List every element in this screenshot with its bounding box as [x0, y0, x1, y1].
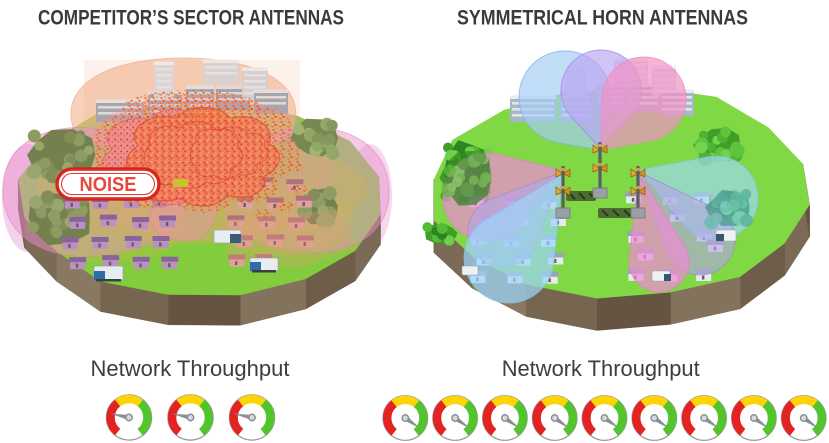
svg-text:Network Throughput: Network Throughput — [91, 356, 291, 381]
svg-text:SYMMETRICAL HORN ANTENNAS: SYMMETRICAL HORN ANTENNAS — [457, 7, 748, 30]
svg-text:NOISE: NOISE — [80, 174, 137, 196]
svg-text:COMPETITOR’S SECTOR ANTENNAS: COMPETITOR’S SECTOR ANTENNAS — [38, 7, 344, 30]
svg-text:Network Throughput: Network Throughput — [502, 356, 701, 381]
